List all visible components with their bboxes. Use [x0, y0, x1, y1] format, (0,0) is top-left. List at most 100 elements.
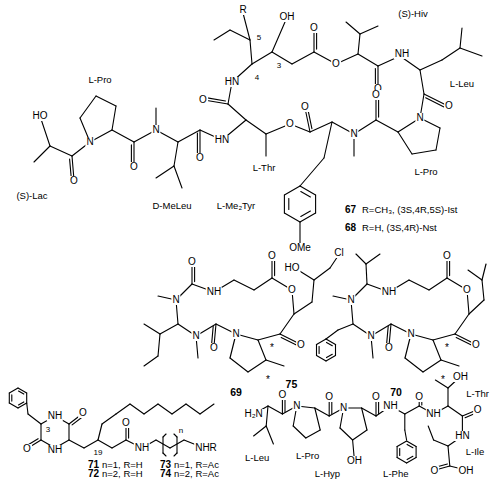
bond-line: [310, 122, 332, 132]
bond-line: [207, 98, 225, 101]
residue-label: L-Leu: [245, 453, 269, 463]
atom-label: OH: [279, 12, 296, 22]
bond-line: [27, 403, 28, 414]
residue-label: L-Pro: [296, 451, 319, 461]
bond-line: [272, 52, 292, 64]
bond-line: [449, 260, 450, 275]
bond-line: [272, 22, 285, 52]
bond-line: [234, 280, 254, 290]
bond-line: [200, 404, 214, 414]
bond-line: [284, 186, 300, 195]
bond-line: [252, 52, 272, 64]
bond-line: [420, 60, 442, 70]
residue-label: L-Ile: [466, 447, 484, 457]
atom-label: O: [121, 418, 131, 428]
bond-line: [258, 334, 280, 340]
bond-line: [312, 280, 314, 302]
atom-label: N: [292, 401, 301, 411]
bond-line: [19, 391, 24, 394]
bond-line: [420, 70, 424, 94]
bond-line: [112, 130, 134, 142]
atom-label: OH: [346, 456, 363, 466]
bond-line: [436, 128, 440, 150]
atom-label: NH: [206, 287, 222, 297]
bond-line: [315, 408, 320, 430]
bond-line: [315, 195, 316, 213]
stereo-mark: *: [445, 343, 449, 353]
atom-label: O: [287, 285, 297, 295]
bond-line: [340, 428, 353, 440]
compound-note: n=2, R=Ac: [174, 470, 219, 480]
bond-line: [197, 133, 198, 153]
bond-line: [68, 424, 69, 440]
atom-label: O: [69, 176, 79, 186]
atom-label: O: [384, 343, 394, 353]
bond-line: [447, 388, 448, 406]
compound-number: 68: [345, 223, 356, 233]
bond-line: [409, 280, 429, 290]
bond-line: [404, 414, 405, 430]
atom-label: O: [278, 390, 288, 400]
residue-label: L-Hyp: [315, 469, 340, 479]
bond-line: [433, 334, 455, 340]
atom-label: OH: [452, 372, 469, 382]
bond-line: [460, 28, 462, 48]
bond-line: [338, 324, 353, 330]
locant-number: 4: [255, 74, 259, 82]
bond-line: [254, 278, 272, 290]
bond-line: [455, 314, 469, 334]
bond-line: [315, 408, 329, 416]
bond-line: [98, 440, 112, 448]
bond-line: [366, 254, 380, 264]
bond-line: [194, 266, 195, 281]
bond-line: [18, 403, 27, 408]
bond-line: [131, 145, 132, 163]
atom-label: N: [191, 331, 200, 341]
bond-line: [50, 146, 72, 156]
bond-line: [26, 393, 27, 403]
bond-line: [284, 398, 285, 412]
bond-line: [266, 406, 268, 426]
bond-line: [300, 158, 324, 186]
atom-label: N: [339, 403, 348, 413]
bond-line: [398, 132, 412, 154]
bond-line: [358, 34, 360, 54]
bond-line: [163, 453, 166, 456]
atom-label: O: [471, 340, 481, 350]
atom-label: O: [300, 102, 310, 112]
atom-label: N: [85, 137, 94, 147]
bond-line: [293, 426, 306, 438]
bond-line: [405, 358, 423, 372]
atom-label: O: [195, 153, 205, 163]
residue-label: L-Thr: [253, 163, 276, 173]
bond-line: [80, 96, 96, 118]
bond-line: [326, 356, 336, 362]
compound-number: 67: [345, 205, 356, 215]
atom-label: HO: [284, 263, 301, 273]
atom-label: O: [444, 101, 454, 111]
bond-line: [280, 314, 294, 334]
compound-note: R=H, (3S,4R)-Nst: [362, 223, 437, 233]
bond-line: [407, 458, 417, 464]
bond-line: [319, 347, 320, 354]
locant-number: 3: [277, 62, 281, 70]
bond-line: [284, 195, 285, 213]
bond-line: [9, 403, 18, 408]
residue-label: (S)-Hiv: [398, 9, 428, 19]
bond-line: [172, 404, 186, 414]
bond-line: [98, 424, 102, 440]
atom-label: N: [346, 295, 355, 305]
bond-line: [178, 130, 200, 142]
bond-line: [160, 324, 178, 334]
atom-label: O: [462, 285, 472, 295]
atom-label: O: [78, 408, 88, 418]
bond-line: [274, 260, 275, 275]
bond-line: [416, 447, 417, 458]
bond-line: [158, 404, 172, 414]
bond-line: [469, 300, 484, 314]
atom-label: O: [371, 392, 381, 402]
stereo-mark: *: [266, 375, 270, 385]
atom-label: OH: [458, 466, 475, 476]
bond-line: [18, 388, 27, 393]
